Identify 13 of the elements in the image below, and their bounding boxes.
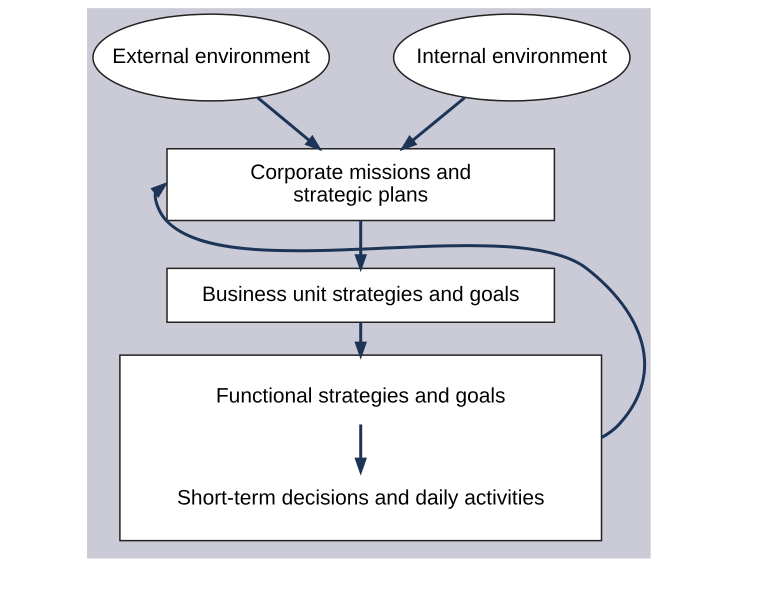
node-ellipse: Internal environment: [392, 13, 630, 102]
node-text: Short-term decisions and daily activities: [176, 486, 544, 510]
node-box: Corporate missions and strategic plans: [166, 148, 555, 222]
arrow: [399, 96, 466, 152]
arrow: [150, 182, 646, 439]
arrow: [354, 220, 366, 272]
arrow: [256, 96, 322, 152]
arrow: [354, 322, 366, 360]
node-text: Functional strategies and goals: [215, 384, 506, 408]
cluster: [118, 354, 602, 542]
arrow: [354, 424, 366, 476]
node-box: Business unit strategies and goals: [166, 268, 555, 323]
node-ellipse: External environment: [92, 13, 330, 102]
